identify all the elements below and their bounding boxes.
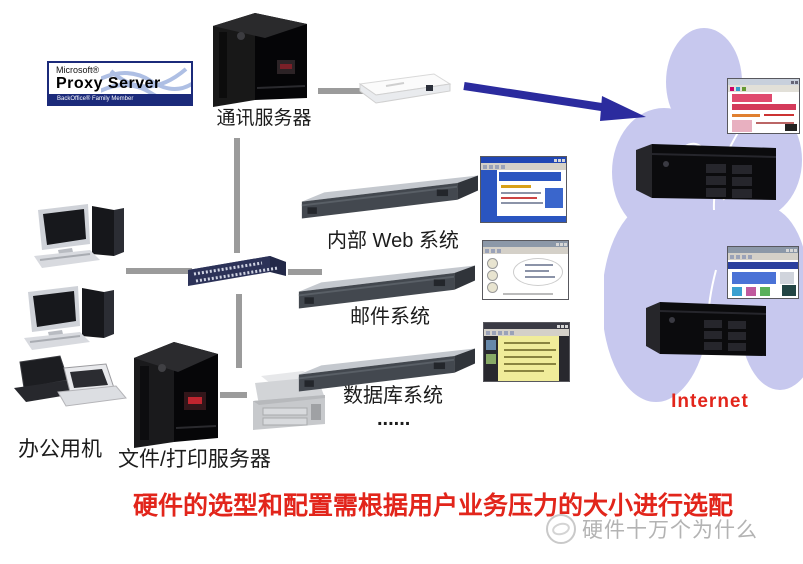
label-ellipsis: ...... (377, 408, 411, 430)
modem-icon (358, 73, 452, 104)
microsoft-proxy-server-logo: Microsoft® Proxy Server BackOffice® Fami… (47, 61, 193, 106)
browser-screenshot-internet-2 (727, 246, 799, 299)
label-file-print-server: 文件/打印服务器 (118, 448, 271, 471)
watermark-logo-icon (546, 514, 576, 544)
headline-text: 硬件的选型和配置需根据用户业务压力的大小进行选配 (133, 492, 734, 520)
internet-rack-server-icon (646, 302, 766, 356)
connector-switch-racks (288, 269, 322, 275)
label-internal-web-system: 内部 Web 系统 (327, 230, 459, 252)
label-mail-system: 邮件系统 (350, 306, 430, 328)
connector-fileserver-printer (220, 392, 247, 398)
connector-server-modem (318, 88, 364, 94)
desktop-computer-icon (34, 204, 124, 268)
watermark: 硬件十万个为什么 (546, 514, 758, 544)
rack-server-icon (298, 348, 475, 392)
browser-screenshot-internet-1 (727, 78, 800, 134)
label-office-machines: 办公用机 (18, 438, 102, 461)
proxy-logo-brand: Microsoft® (56, 65, 100, 75)
connector-pcs-switch (126, 268, 192, 274)
connector-server-switch (234, 138, 240, 253)
proxy-logo-product: Proxy Server (56, 75, 161, 92)
laptop-icon (14, 355, 127, 407)
arrow-to-internet-icon (463, 82, 646, 121)
browser-screenshot-database (483, 322, 570, 382)
network-switch-icon (188, 256, 286, 286)
proxy-logo-family: BackOffice® Family Member (49, 94, 191, 104)
internet-rack-server-icon (636, 144, 776, 200)
communication-tower-server-icon (213, 13, 307, 107)
desktop-computer-icon (24, 286, 114, 350)
label-internet: Internet (671, 391, 749, 412)
watermark-text: 硬件十万个为什么 (582, 519, 758, 542)
browser-screenshot-mail (482, 240, 569, 300)
connector-switch-fileserver (236, 294, 242, 368)
browser-screenshot-web (480, 156, 567, 223)
label-database-system: 数据库系统 (343, 385, 443, 407)
rack-server-icon (301, 175, 478, 219)
file-print-tower-server-icon (134, 342, 218, 448)
rack-server-icon (298, 265, 475, 309)
label-communication-server: 通讯服务器 (216, 108, 312, 129)
